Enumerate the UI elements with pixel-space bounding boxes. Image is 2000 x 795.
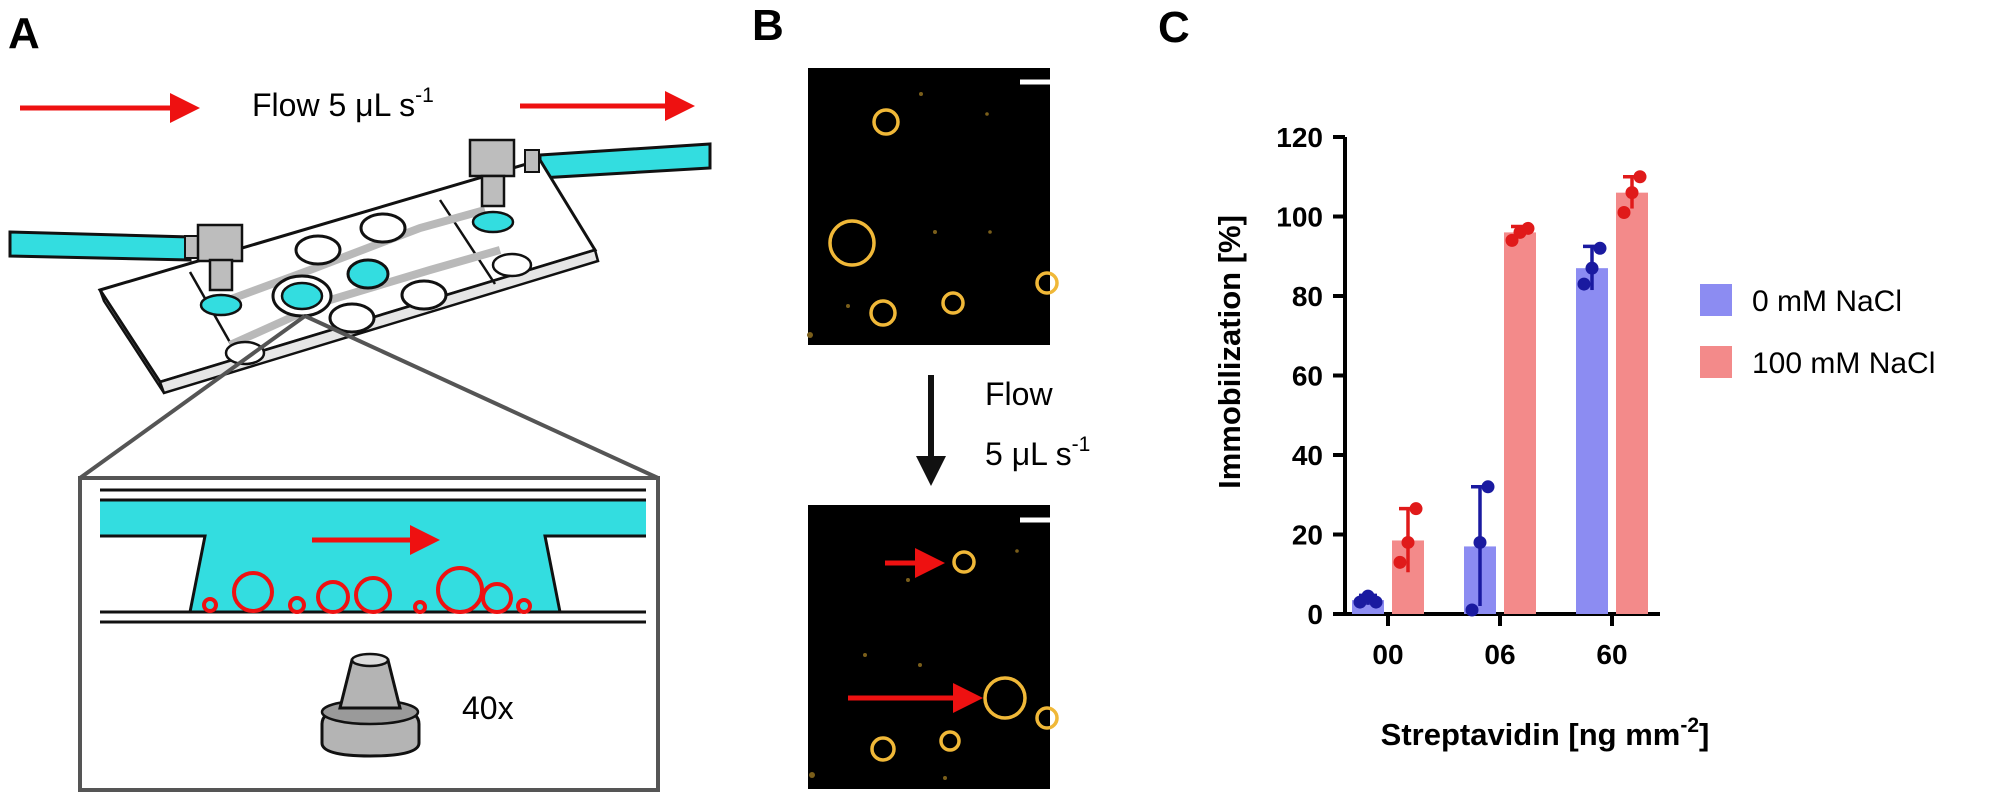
legend-label: 0 mM NaCl (1752, 285, 1902, 318)
inlet-tube (8, 230, 192, 262)
channel-cross-section (100, 488, 646, 624)
data-point (1369, 595, 1383, 609)
microfluidic-chip (97, 158, 600, 395)
panel-c: C Immobilization [%] Streptavidin [ng mm… (1158, 3, 1935, 752)
legend-swatch (1700, 346, 1732, 378)
panel-a: A Flow 5 μL s-1 (8, 9, 712, 792)
chart-legend: 0 mM NaCl 100 mM NaCl (1700, 284, 1935, 380)
x-tick-label: 06 (1484, 639, 1515, 670)
data-point (1585, 261, 1599, 275)
zoom-line-left (78, 314, 307, 480)
outlet-tube (538, 142, 712, 180)
bar (1576, 268, 1608, 614)
bar-chart: 0 20 40 60 80 100 120 00 06 60 (1276, 122, 1660, 670)
flow-label: Flow 5 μL s-1 (252, 84, 434, 123)
zoom-line-right (304, 314, 659, 480)
bar (1504, 232, 1536, 614)
x-tick-label: 60 (1596, 639, 1627, 670)
data-point (1633, 170, 1647, 184)
inlet-connector (184, 223, 244, 317)
y-tick-label: 80 (1292, 281, 1323, 312)
panel-b: B Flow 5 μL s-1 (752, 1, 1090, 789)
y-tick-label: 40 (1292, 440, 1323, 471)
bar (1616, 192, 1648, 614)
x-axis-title: Streptavidin [ng mm-2] (1381, 714, 1710, 752)
data-point (1409, 502, 1423, 516)
y-tick-label: 0 (1307, 599, 1323, 630)
objective-label: 40x (462, 690, 514, 726)
y-axis-title: Immobilization [%] (1212, 215, 1247, 489)
data-point (1393, 555, 1407, 569)
data-point (1617, 206, 1631, 220)
data-point (1401, 535, 1415, 549)
y-tick-label: 100 (1276, 202, 1323, 233)
objective-icon (320, 652, 421, 758)
flow-rate-label: 5 μL s-1 (985, 433, 1090, 472)
y-tick-label: 20 (1292, 520, 1323, 551)
x-tick-label: 00 (1372, 639, 1403, 670)
micrograph-before (807, 68, 1059, 345)
legend-swatch (1700, 284, 1732, 316)
data-point (1577, 277, 1591, 291)
y-tick-label: 60 (1292, 361, 1323, 392)
data-point (1481, 480, 1495, 494)
micrograph-after (808, 505, 1059, 789)
y-tick-label: 120 (1276, 122, 1323, 153)
outlet-connector (468, 138, 540, 234)
panel-b-label: B (752, 1, 784, 50)
flow-word: Flow (985, 376, 1053, 412)
data-point (1473, 535, 1487, 549)
data-point (1465, 603, 1479, 617)
data-point (1625, 186, 1639, 200)
data-point (1505, 233, 1519, 247)
data-point (1521, 221, 1535, 235)
panel-a-label: A (8, 9, 40, 58)
legend-label: 100 mM NaCl (1752, 347, 1935, 380)
panel-c-label: C (1158, 3, 1190, 52)
vesicles (202, 566, 532, 614)
data-point (1593, 241, 1607, 255)
